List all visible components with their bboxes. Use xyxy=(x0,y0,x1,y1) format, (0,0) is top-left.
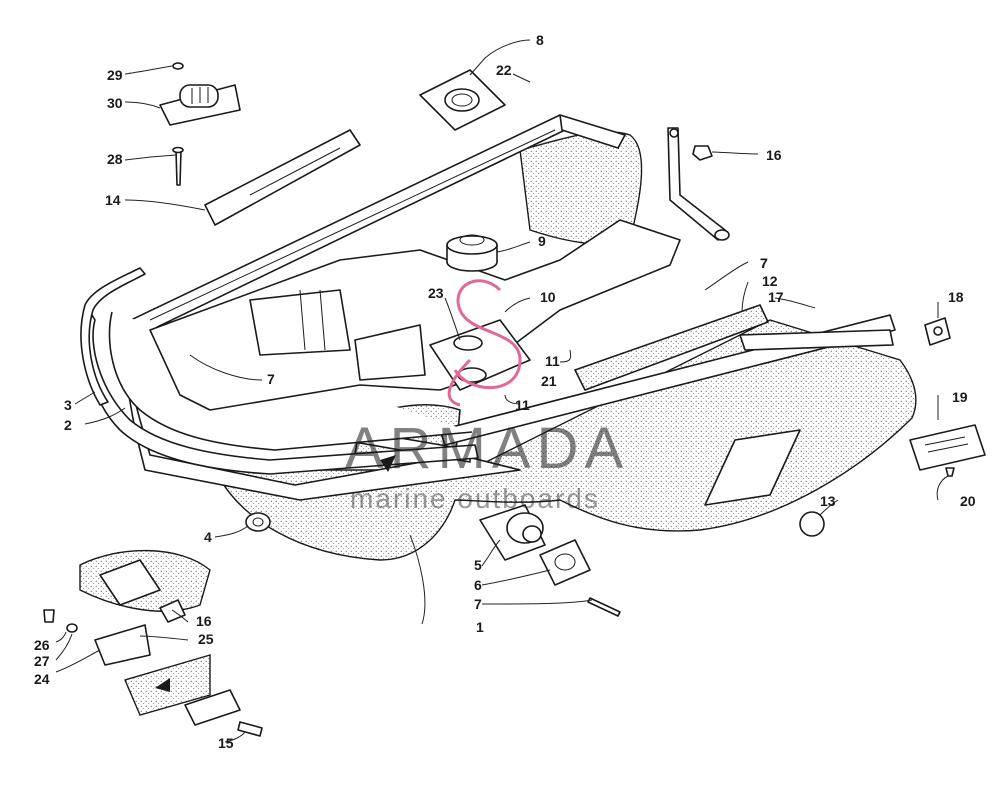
rear-bracket xyxy=(667,127,730,241)
callout-1: 1 xyxy=(476,619,484,635)
bearing-housing xyxy=(479,504,546,561)
callout-7: 7 xyxy=(267,371,275,387)
callout-15: 15 xyxy=(218,735,234,751)
screw-20 xyxy=(945,467,955,477)
watermark-tagline: marine outboards xyxy=(350,483,600,514)
drain-plug xyxy=(799,511,825,537)
callout-7: 7 xyxy=(760,255,768,271)
washer xyxy=(172,62,184,70)
callout-29: 29 xyxy=(107,67,123,83)
callout-6: 6 xyxy=(474,577,482,593)
steering-plate xyxy=(419,69,506,131)
bumper-bar xyxy=(80,267,146,406)
arrow-marker xyxy=(380,455,396,472)
callout-11: 11 xyxy=(515,397,530,413)
floor-pan xyxy=(149,219,681,411)
watermark-brand: ARMADA xyxy=(345,416,629,481)
callout-22: 22 xyxy=(496,62,512,78)
callout-3: 3 xyxy=(64,397,72,413)
hole-grommet xyxy=(245,512,271,532)
callout-10: 10 xyxy=(540,289,556,305)
callout-24: 24 xyxy=(34,671,50,687)
callout-20: 20 xyxy=(960,493,976,509)
callout-21: 21 xyxy=(541,373,557,389)
leader-lines xyxy=(55,39,949,743)
cotter-pin xyxy=(587,597,621,617)
callout-30: 30 xyxy=(107,95,123,111)
callout-28: 28 xyxy=(107,151,123,167)
watermark: ARMADA marine outboards xyxy=(345,279,629,514)
callout-4: 4 xyxy=(204,529,212,545)
rivet xyxy=(172,146,184,186)
callout-19: 19 xyxy=(952,389,968,405)
callout-8: 8 xyxy=(536,32,544,48)
callout-9: 9 xyxy=(538,233,546,249)
callout-7: 7 xyxy=(474,596,482,612)
callout-16: 16 xyxy=(196,613,212,629)
callout-13: 13 xyxy=(820,493,836,509)
callout-2: 2 xyxy=(64,417,72,433)
callout-23: 23 xyxy=(428,285,444,301)
callout-14: 14 xyxy=(105,192,121,208)
reflector xyxy=(909,424,986,471)
callout-18: 18 xyxy=(948,289,964,305)
callout-5: 5 xyxy=(474,557,482,573)
watermark-logo-icon xyxy=(447,279,522,407)
callout-11: 11 xyxy=(545,353,560,369)
callout-7: 7 xyxy=(760,255,768,271)
trim-strip xyxy=(204,129,361,226)
callout-25: 25 xyxy=(198,631,214,647)
grommet xyxy=(924,317,951,346)
inset-hitch xyxy=(43,549,263,737)
steering-bushing xyxy=(446,234,498,272)
callout-12: 12 xyxy=(762,273,778,289)
callout-17: 17 xyxy=(768,289,784,305)
callout-27: 27 xyxy=(34,653,50,669)
latch xyxy=(159,84,241,126)
callout-26: 26 xyxy=(34,637,50,653)
callout-16: 16 xyxy=(766,147,782,163)
side-rail xyxy=(574,304,894,391)
housing-gasket xyxy=(539,539,591,586)
